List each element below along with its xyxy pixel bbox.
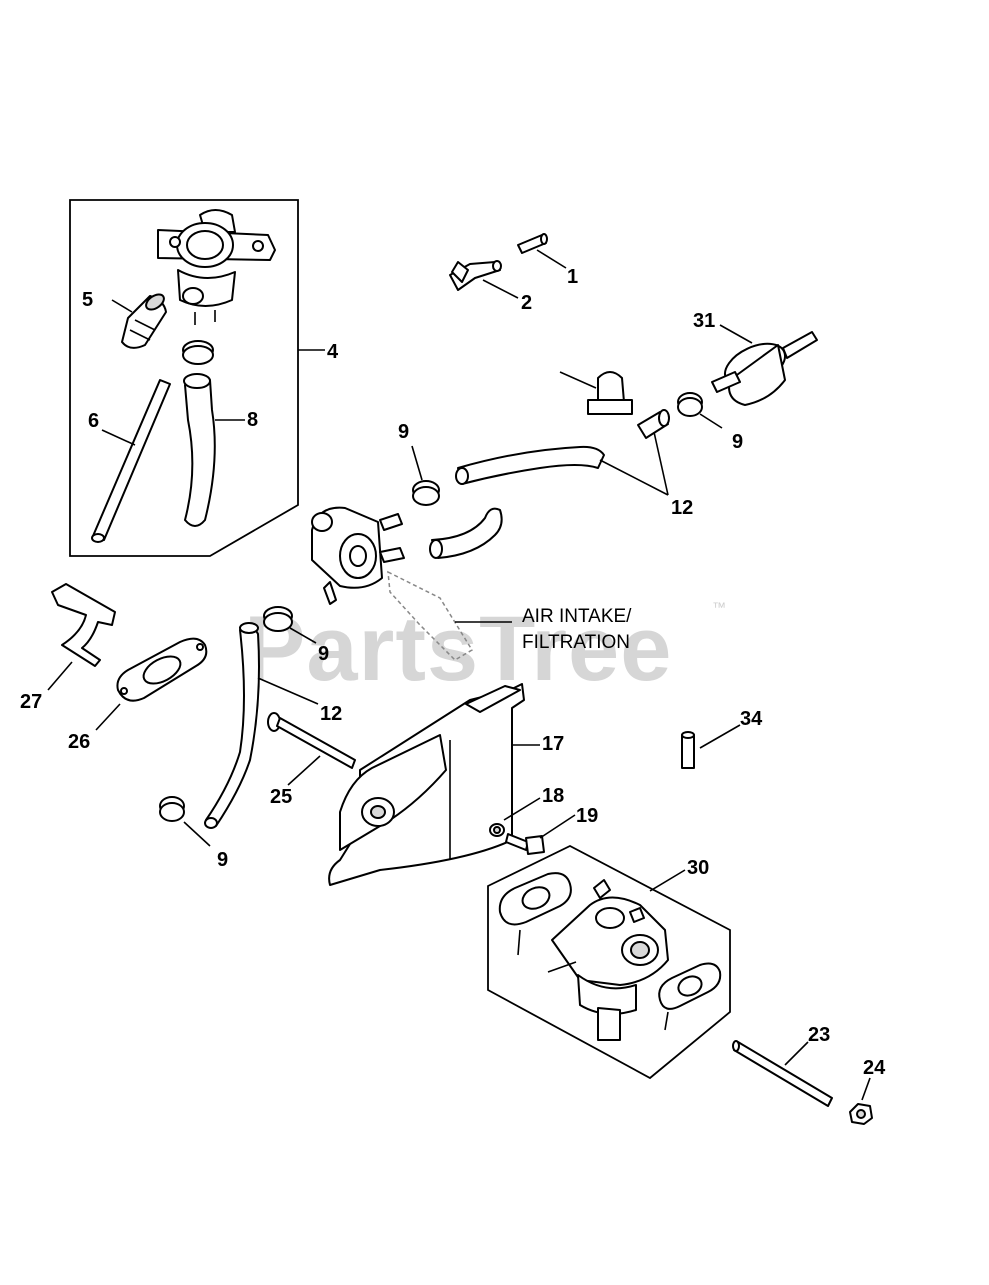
hose-12-upper (455, 445, 605, 485)
leader-9-mid (289, 627, 317, 644)
fitting-2 (449, 260, 502, 291)
bracket-27 (51, 583, 116, 667)
carb-gasket-right (658, 962, 722, 1031)
clamp-9-top (412, 480, 440, 506)
pin-34 (681, 731, 695, 769)
leader-24 (861, 1077, 871, 1101)
leader-25 (287, 755, 321, 786)
carb-gasket-left (498, 872, 572, 956)
label-34: 34 (740, 708, 763, 730)
fuel-pump-center (311, 506, 405, 605)
leader-1 (536, 249, 567, 269)
label-25: 25 (270, 786, 292, 808)
label-26: 26 (68, 731, 90, 753)
nut-24 (849, 1103, 873, 1125)
clamp-9-mid (263, 606, 293, 632)
label-9-mid: 9 (318, 643, 329, 665)
gasket-26 (116, 637, 208, 702)
watermark-trademark: ™ (712, 599, 726, 615)
hose-6 (91, 379, 171, 543)
fuel-pump-top (157, 209, 276, 325)
label-31: 31 (693, 310, 715, 332)
leader-bracket (559, 371, 597, 389)
label-19: 19 (576, 805, 598, 827)
label-17: 17 (542, 733, 564, 755)
kit-box-4 (69, 199, 299, 557)
label-18: 18 (542, 785, 564, 807)
manifold-17 (328, 683, 525, 886)
leader-23 (784, 1041, 809, 1066)
hose-clip-bracket (587, 371, 633, 415)
bolt-19 (505, 833, 545, 855)
leader-12-a2 (653, 431, 669, 496)
hose-8 (183, 373, 216, 527)
leader-9-low (183, 821, 211, 847)
leader-30 (649, 869, 686, 892)
washer-18 (489, 823, 505, 837)
inline-filter-31 (711, 331, 818, 406)
air-intake-label-2: FILTRATION (522, 632, 630, 653)
hose-short-12 (637, 409, 670, 439)
label-1: 1 (567, 266, 578, 288)
leader-18 (503, 797, 541, 821)
hose-12-lower (204, 622, 260, 829)
label-8: 8 (247, 409, 258, 431)
part-number-labels: 1 2 31 4 5 6 8 9 9 12 9 27 12 26 17 34 2… (20, 266, 886, 1079)
label-24: 24 (863, 1057, 886, 1079)
clamp-box (182, 340, 214, 365)
clamp-9-right (677, 392, 703, 417)
leader-31 (719, 324, 753, 344)
leader-2 (482, 279, 519, 299)
leader-6 (101, 429, 136, 446)
label-4: 4 (327, 341, 339, 363)
label-6: 6 (88, 410, 99, 432)
stud-23 (732, 1040, 833, 1107)
label-5: 5 (82, 289, 93, 311)
label-30: 30 (687, 857, 709, 879)
leader-9-top (411, 445, 423, 481)
kit-box-30 (487, 844, 731, 1080)
label-9-top: 9 (398, 421, 409, 443)
leader-12-b (257, 677, 319, 705)
label-23: 23 (808, 1024, 830, 1046)
clamp-9-low (159, 796, 185, 822)
pin-1 (517, 233, 548, 254)
leader-19 (539, 814, 576, 839)
leader-34 (699, 724, 741, 749)
bolt-25 (267, 712, 356, 769)
air-intake-ghost (387, 570, 474, 661)
leader-5 (111, 299, 133, 313)
label-9-right: 9 (732, 431, 743, 453)
air-intake-label-1: AIR INTAKE/ (522, 606, 632, 627)
leader-12-a1 (599, 459, 669, 496)
label-12-upper: 12 (671, 497, 693, 519)
watermark-text: PartsTree (244, 598, 672, 700)
carburetor (547, 879, 669, 1041)
leader-27 (47, 661, 73, 691)
label-2: 2 (521, 292, 532, 314)
hose-curved-short (429, 507, 503, 559)
label-27: 27 (20, 691, 42, 713)
fuel-filter-5 (121, 293, 167, 349)
watermark: PartsTree ™ (244, 598, 726, 700)
leader-9-right (699, 413, 723, 429)
label-9-low: 9 (217, 849, 228, 871)
leader-26 (95, 703, 121, 731)
label-12-lower: 12 (320, 703, 342, 725)
